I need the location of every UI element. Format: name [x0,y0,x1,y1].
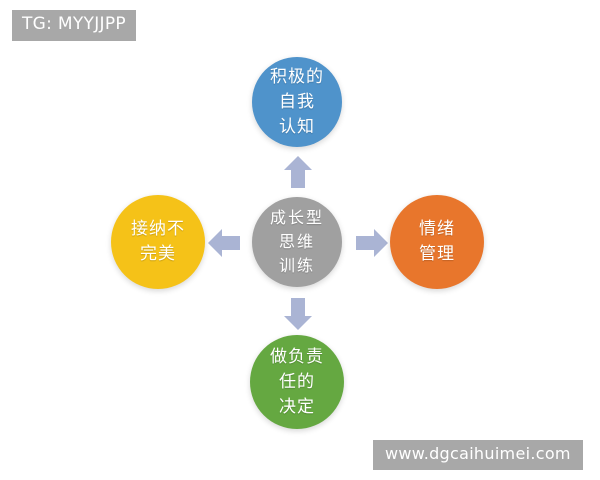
node-circle-top[interactable]: 积极的 自我 认知 [252,57,342,147]
node-label-line: 训练 [278,256,315,275]
node-label-line: 管理 [419,244,455,264]
node-label-line: 完美 [140,244,176,264]
node-label-line: 情绪 [419,219,455,239]
node-label-line: 成长型 [269,208,324,227]
node-circle-center[interactable]: 成长型 思维 训练 [252,197,342,287]
arrow-down-icon [283,297,313,335]
node-label-line: 认知 [279,116,315,137]
arrow-left-icon [207,228,241,262]
watermark-top: TG: MYYJJPP [12,10,136,41]
node-circle-bottom[interactable]: 做负责 任的 决定 [250,335,344,429]
node-circle-right[interactable]: 情绪 管理 [390,195,484,289]
node-label-line: 做负责 [270,346,324,367]
node-label-line: 积极的 [270,66,324,87]
node-label-line: 自我 [279,91,315,112]
node-label-line: 任的 [279,371,315,392]
arrow-right-icon [355,228,389,262]
node-circle-left[interactable]: 接纳不 完美 [111,195,205,289]
node-label-line: 思维 [278,232,315,251]
watermark-bottom: www.dgcaihuimei.com [373,440,583,470]
node-label-line: 接纳不 [131,219,185,239]
arrow-up-icon [283,155,313,193]
node-label-line: 决定 [279,396,315,417]
